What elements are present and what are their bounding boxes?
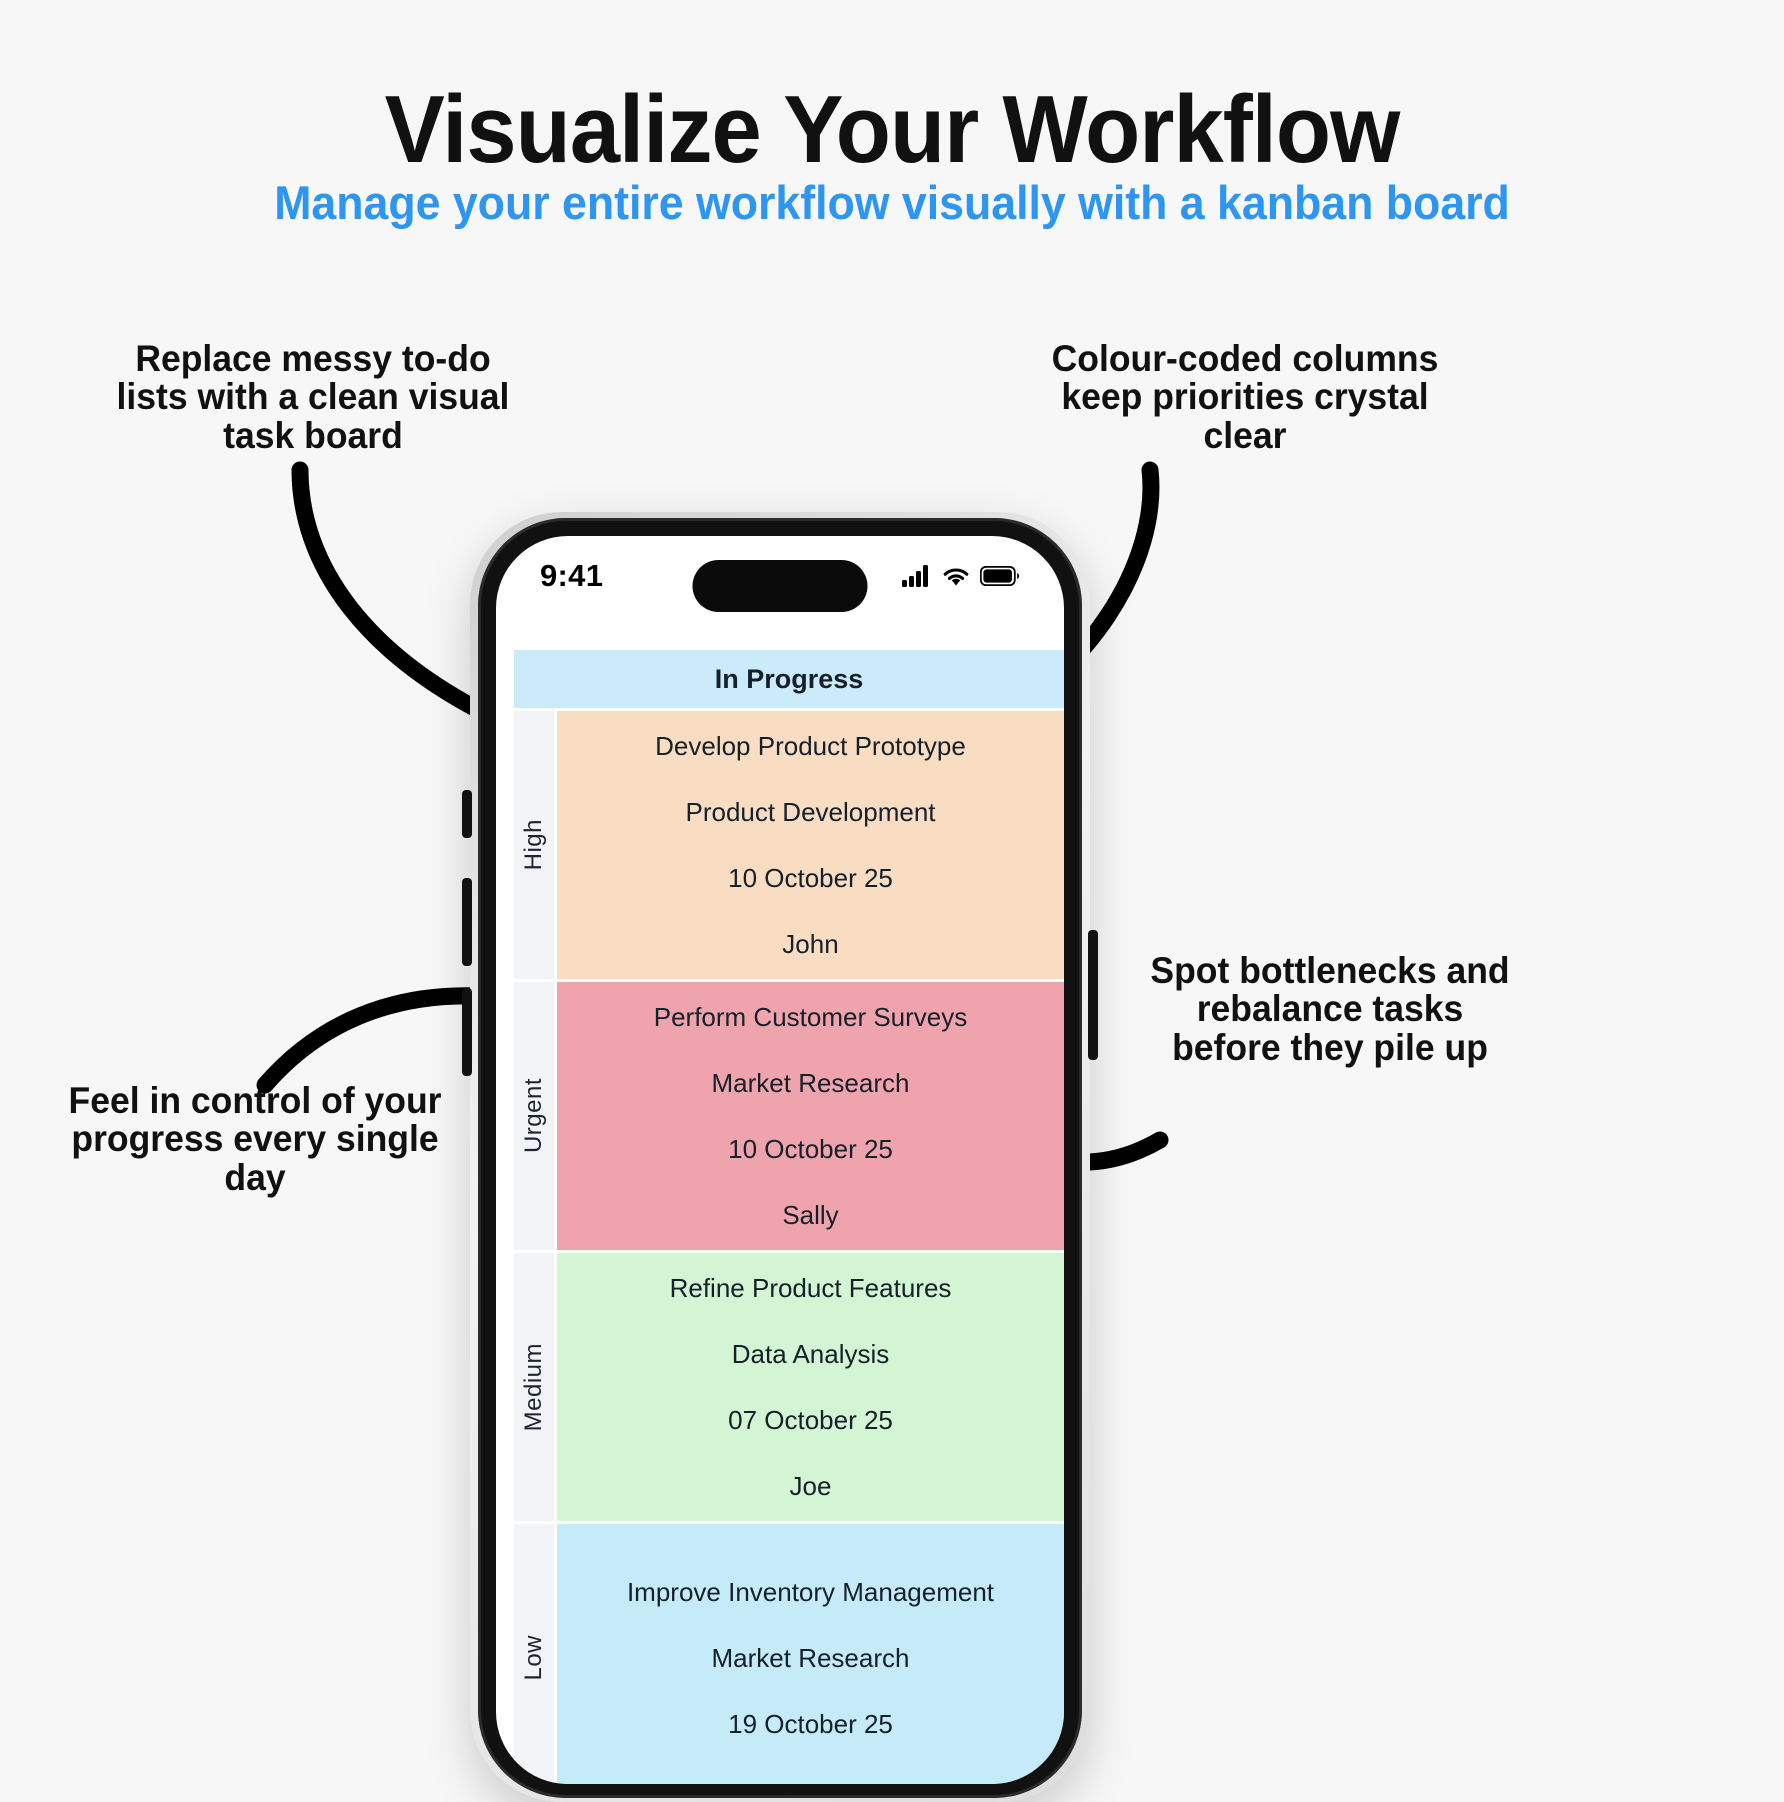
card-due-date: 10 October 25 xyxy=(728,862,893,893)
phone-volume-down-button[interactable] xyxy=(462,988,472,1076)
kanban-board[interactable]: In Progress High Develop Product Prototy… xyxy=(496,650,1064,1784)
card-due-date: 19 October 25 xyxy=(728,1708,893,1739)
kanban-card-urgent[interactable]: Perform Customer Surveys Market Research… xyxy=(557,982,1064,1250)
card-category: Product Development xyxy=(685,796,936,827)
priority-label-medium: Medium xyxy=(514,1253,554,1521)
callout-bottom-right: Spot bottlenecks and rebalance tasks bef… xyxy=(1150,950,1510,1068)
priority-label-urgent-text: Urgent xyxy=(520,1078,547,1154)
cellular-signal-icon xyxy=(902,565,928,587)
priority-label-high: High xyxy=(514,711,554,979)
callout-top-left: Replace messy to-do lists with a clean v… xyxy=(116,338,510,456)
card-task-title: Refine Product Features xyxy=(669,1272,952,1303)
card-due-date: 10 October 25 xyxy=(728,1133,893,1164)
card-task-title: Improve Inventory Management xyxy=(626,1576,995,1607)
phone-power-button[interactable] xyxy=(1088,930,1098,1060)
card-task-title: Perform Customer Surveys xyxy=(653,1001,968,1032)
phone-mute-switch[interactable] xyxy=(462,790,472,838)
priority-label-low: Low xyxy=(514,1524,554,1784)
kanban-card-medium[interactable]: Refine Product Features Data Analysis 07… xyxy=(557,1253,1064,1521)
kanban-row-high[interactable]: High Develop Product Prototype Product D… xyxy=(514,711,1064,979)
wifi-icon xyxy=(943,567,969,585)
priority-label-high-text: High xyxy=(520,819,547,871)
battery-icon xyxy=(980,566,1020,586)
card-category: Market Research xyxy=(711,1642,910,1673)
card-assignee: Joe xyxy=(789,1470,832,1501)
kanban-column-header: In Progress xyxy=(514,650,1064,708)
callout-top-right: Colour-coded columns keep priorities cry… xyxy=(1051,338,1439,456)
phone-screen: 9:41 xyxy=(496,536,1064,1784)
status-bar-clock: 9:41 xyxy=(540,558,604,593)
card-category: Market Research xyxy=(711,1067,910,1098)
phone-volume-up-button[interactable] xyxy=(462,878,472,966)
kanban-row-urgent[interactable]: Urgent Perform Customer Surveys Market R… xyxy=(514,982,1064,1250)
priority-label-urgent: Urgent xyxy=(514,982,554,1250)
card-category: Data Analysis xyxy=(731,1338,890,1369)
kanban-card-high[interactable]: Develop Product Prototype Product Develo… xyxy=(557,711,1064,979)
kanban-card-low[interactable]: Improve Inventory Management Market Rese… xyxy=(557,1524,1064,1784)
page-subtitle: Manage your entire workflow visually wit… xyxy=(274,176,1510,229)
kanban-row-low[interactable]: Low Improve Inventory Management Market … xyxy=(514,1524,1064,1784)
card-assignee: Sally xyxy=(782,1199,839,1230)
card-task-title: Develop Product Prototype xyxy=(655,730,966,761)
dynamic-island xyxy=(692,560,868,612)
page-title: Visualize Your Workflow xyxy=(384,76,1401,183)
priority-label-low-text: Low xyxy=(520,1635,547,1681)
card-assignee: John xyxy=(782,928,839,959)
kanban-row-medium[interactable]: Medium Refine Product Features Data Anal… xyxy=(514,1253,1064,1521)
card-due-date: 07 October 25 xyxy=(728,1404,893,1435)
callout-bottom-left: Feel in control of your progress every s… xyxy=(68,1080,442,1198)
priority-label-medium-text: Medium xyxy=(520,1342,547,1432)
